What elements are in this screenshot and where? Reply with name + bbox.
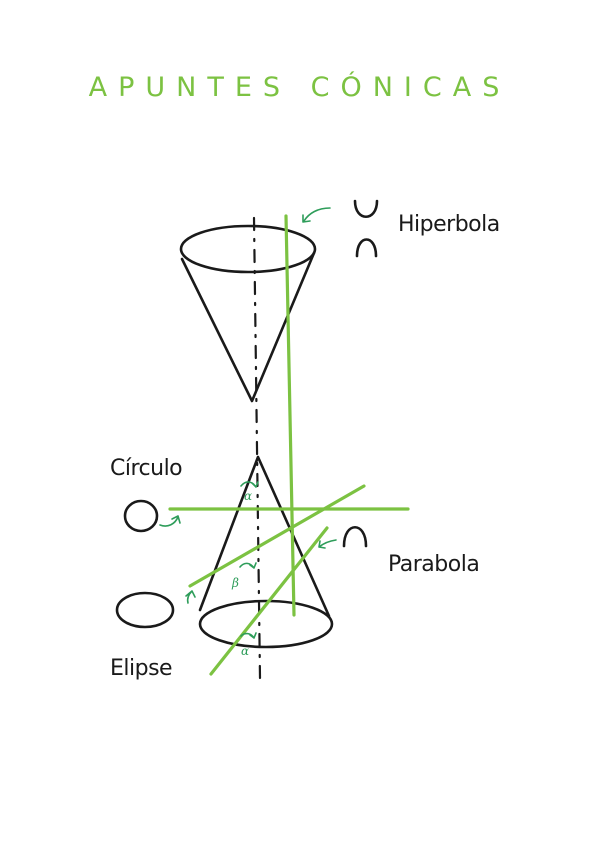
angle-label-alpha-bottom: α bbox=[241, 644, 249, 658]
page-title: APUNTES CÓNICAS bbox=[88, 72, 511, 103]
hyperbola-lower-branch-symbol bbox=[355, 238, 378, 258]
ellipse-label: Elipse bbox=[110, 656, 173, 681]
lower-cone-base bbox=[198, 599, 334, 649]
circle-symbol bbox=[123, 499, 159, 533]
upper-cone-sides bbox=[180, 251, 316, 403]
hyperbola-arrow-icon bbox=[302, 207, 331, 223]
parabola-arrow-icon bbox=[318, 539, 337, 549]
lower-cone-sides bbox=[198, 455, 331, 618]
ellipse-cutting-plane bbox=[188, 484, 366, 588]
parabola-symbol bbox=[342, 526, 368, 548]
upper-cone-base bbox=[179, 224, 317, 274]
hyperbola-upper-branch-symbol bbox=[353, 199, 379, 219]
angle-arc-alpha-bottom bbox=[240, 632, 257, 639]
cone-axis bbox=[252, 216, 262, 680]
ellipse-arrow-icon bbox=[185, 590, 196, 604]
angle-arc-beta bbox=[239, 562, 257, 569]
circle-arrow-icon bbox=[159, 515, 181, 527]
circle-label: Círculo bbox=[110, 456, 183, 481]
angle-label-beta: β bbox=[231, 576, 239, 590]
hyperbola-label: Hiperbola bbox=[398, 212, 500, 237]
angle-label-alpha-top: α bbox=[244, 489, 252, 503]
parabola-cutting-plane bbox=[209, 526, 329, 676]
parabola-label: Parabola bbox=[388, 552, 480, 577]
hyperbola-cutting-plane bbox=[284, 214, 296, 617]
ellipse-symbol bbox=[115, 591, 175, 629]
angle-arc-alpha-top bbox=[240, 481, 259, 488]
